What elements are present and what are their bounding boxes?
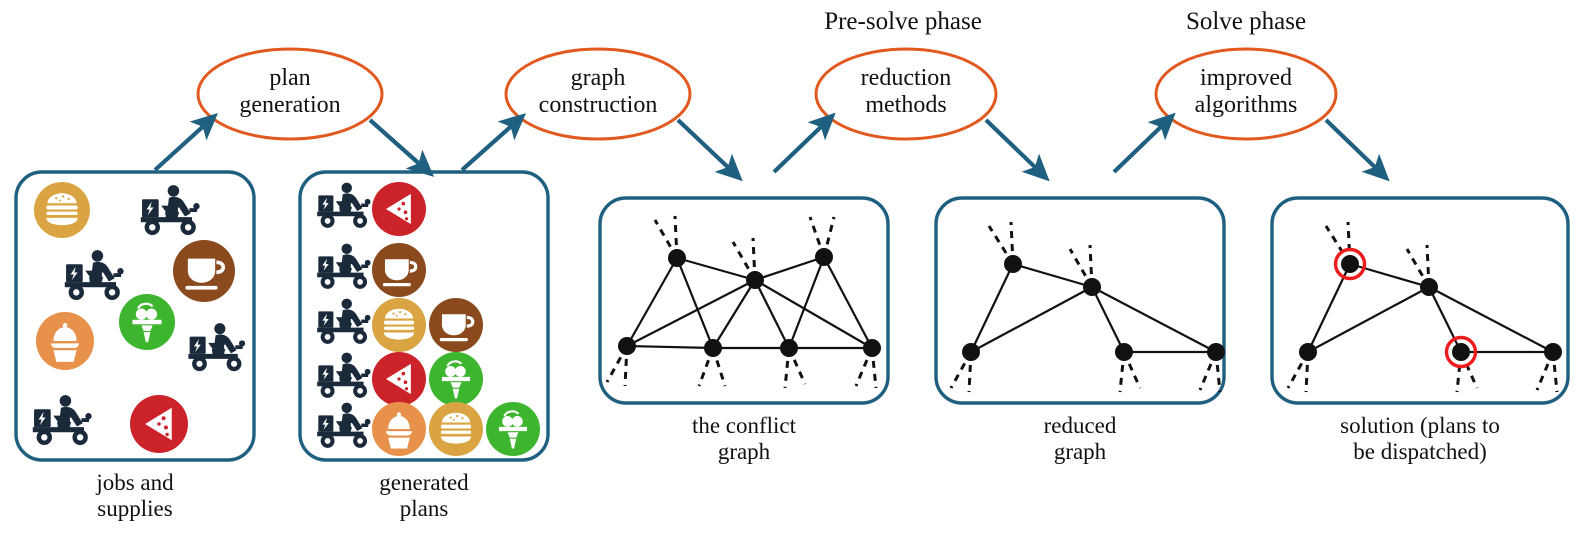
- graph-solution-node-s1: [1341, 255, 1359, 273]
- delivery-scooter-icon: [181, 318, 255, 380]
- phase-label-2: Solve phase: [1185, 8, 1307, 35]
- graph-conflict-edge-8: [787, 256, 826, 349]
- graph-reduced-node-n5: [1207, 343, 1225, 361]
- flow-arrows: [153, 112, 1390, 182]
- graph-solution-edge-4: [1428, 286, 1554, 353]
- arrow-supplies-to-plangen: [153, 112, 218, 172]
- graph-conflict-node-t2: [746, 271, 764, 289]
- arrow-reduced-to-improved: [1112, 112, 1176, 174]
- graph-solution-highlight-s4: [1444, 335, 1478, 369]
- graph-conflict-node-b3: [780, 339, 798, 357]
- graph-reduced-node-n2: [1083, 278, 1101, 296]
- delivery-scooter-icon: [133, 180, 210, 244]
- graph-reduced-edge-2: [970, 286, 1093, 353]
- graph-conflict-edge-0: [676, 256, 756, 282]
- panel-reduced-graph: [934, 196, 1226, 405]
- graph-solution-node-s4: [1452, 343, 1470, 361]
- delivery-scooter-icon: [310, 178, 380, 236]
- graph-conflict-edge-6: [754, 279, 790, 349]
- ellipse-improved-algorithms: [1154, 47, 1338, 141]
- delivery-scooter-icon: [25, 390, 102, 454]
- graph-conflict-edge-10: [626, 344, 714, 350]
- delivery-scooter-icon: [310, 398, 380, 456]
- graph-conflict-node-b1: [618, 337, 636, 355]
- graph-conflict-node-b2: [704, 339, 722, 357]
- graph-drawings: [605, 215, 1562, 393]
- graph-conflict-node-t1: [668, 249, 686, 267]
- delivery-scooter-icon: [57, 245, 134, 309]
- burger-icon: [429, 402, 483, 456]
- graph-reduced-node-n4: [1115, 343, 1133, 361]
- graph-conflict-edge-4: [626, 279, 756, 347]
- graph-solution-node-s2: [1420, 278, 1438, 296]
- graph-conflict-edge-1: [754, 255, 825, 282]
- graph-reduced-edge-0: [1012, 262, 1093, 289]
- ellipse-reduction-methods: [814, 47, 998, 141]
- ice-cream-icon: [486, 402, 540, 456]
- ellipse-graph-construction: [504, 47, 692, 141]
- coffee-cup-icon: [173, 240, 235, 302]
- cupcake-icon: [372, 402, 426, 456]
- graph-conflict: [605, 215, 881, 389]
- graph-solution-edge-1: [1307, 263, 1351, 353]
- graph-solution-node-s5: [1544, 343, 1562, 361]
- arrow-improved-to-solution: [1324, 118, 1390, 182]
- coffee-cup-icon: [372, 243, 426, 297]
- graph-reduced-edge-3: [1091, 286, 1125, 353]
- graph-solution-edge-2: [1307, 286, 1430, 353]
- burger-icon: [34, 182, 90, 238]
- cupcake-icon: [36, 312, 94, 370]
- delivery-scooter-icon: [310, 239, 380, 297]
- pizza-slice-icon: [372, 352, 426, 406]
- graph-reduced: [949, 221, 1225, 393]
- graph-conflict-edge-5: [712, 279, 756, 349]
- graph-reduced-edge-1: [970, 263, 1014, 353]
- pizza-slice-icon: [130, 395, 188, 453]
- panel-conflict-graph: [598, 196, 890, 405]
- graph-solution: [1286, 221, 1562, 393]
- graph-conflict-edge-2: [626, 257, 678, 347]
- burger-icon: [372, 298, 426, 352]
- delivery-scooter-icon: [310, 348, 380, 406]
- phase-label-1: Pre-solve phase: [824, 8, 982, 35]
- graph-conflict-edge-9: [823, 256, 873, 349]
- graph-reduced-node-n1: [1004, 255, 1022, 273]
- ice-cream-icon: [119, 294, 175, 350]
- graph-solution-edge-3: [1428, 286, 1462, 353]
- ellipse-plan-generation: [196, 47, 384, 141]
- panel-solution-graph: [1270, 196, 1570, 405]
- graph-solution-highlight-s1: [1333, 247, 1367, 281]
- graph-solution-node-s3: [1299, 343, 1317, 361]
- pizza-slice-icon: [372, 182, 426, 236]
- graph-conflict-node-t3: [815, 248, 833, 266]
- arrow-conflict-to-reduction: [772, 112, 836, 174]
- graph-reduced-node-n3: [962, 343, 980, 361]
- graph-conflict-edge-3: [675, 257, 715, 349]
- graph-conflict-edge-7: [754, 279, 873, 349]
- arrow-plangen-to-plans: [368, 118, 435, 177]
- arrow-plans-to-graphcon: [460, 113, 527, 172]
- graph-reduced-edge-4: [1091, 286, 1217, 353]
- arrow-reduction-to-reduced: [984, 118, 1050, 182]
- graph-conflict-node-b4: [863, 339, 881, 357]
- ice-cream-icon: [429, 352, 483, 406]
- arrow-graphcon-to-conflict: [676, 118, 743, 182]
- delivery-scooter-icon: [310, 294, 380, 352]
- coffee-cup-icon: [429, 298, 483, 352]
